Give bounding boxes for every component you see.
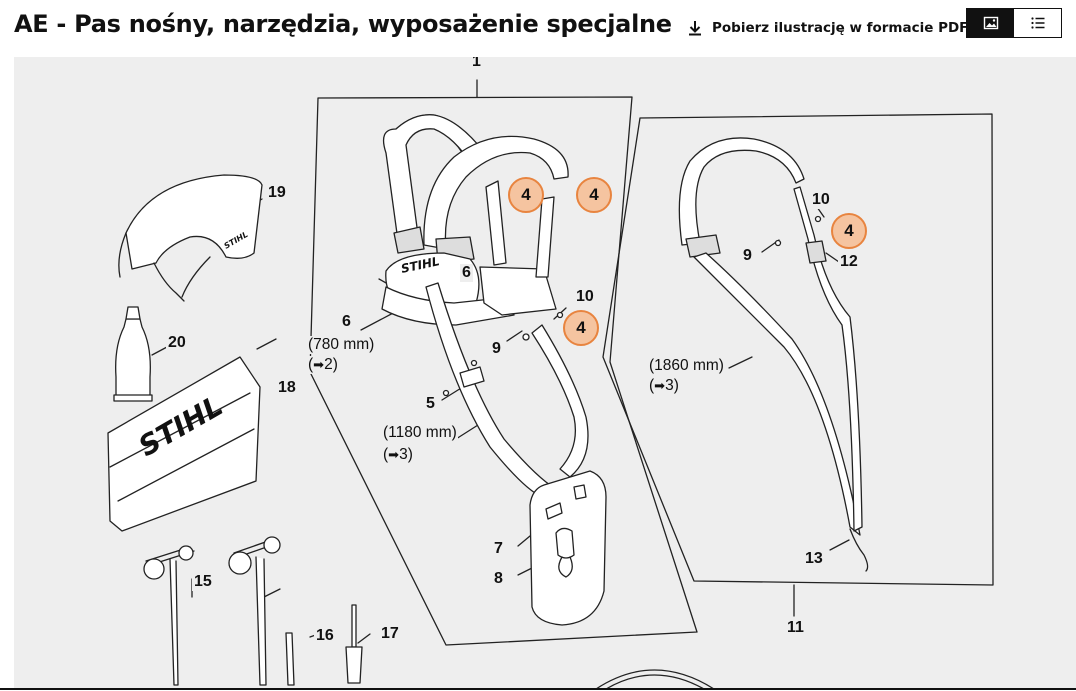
part-label-6-pad[interactable]: 6 xyxy=(460,264,473,282)
length-note-1860: (1860 mm) xyxy=(648,357,725,375)
part-label-18[interactable]: 18 xyxy=(276,379,298,397)
ref-note-1860: (➡3) xyxy=(648,377,680,395)
arrow-right-icon: ➡ xyxy=(654,378,666,393)
view-toggle xyxy=(966,8,1062,38)
part-label-11[interactable]: 11 xyxy=(785,619,806,637)
part-label-19[interactable]: 19 xyxy=(266,184,288,202)
list-icon xyxy=(1030,17,1044,29)
page-title: AE - Pas nośny, narzędzia, wyposażenie s… xyxy=(14,10,672,38)
download-pdf-label: Pobierz ilustrację w formacie PDF xyxy=(712,20,969,36)
part-label-6-belt[interactable]: 6 xyxy=(340,313,353,331)
arrow-right-icon: ➡ xyxy=(388,447,400,462)
arrow-right-icon: ➡ xyxy=(313,357,325,372)
part-label-7[interactable]: 7 xyxy=(492,540,505,558)
part-label-1[interactable]: 1 xyxy=(470,57,483,71)
part-label-20[interactable]: 20 xyxy=(166,334,188,352)
ref-note-780: (➡2) xyxy=(307,356,339,374)
image-icon xyxy=(983,16,998,30)
part-label-12[interactable]: 12 xyxy=(838,253,860,271)
part-label-15[interactable]: 15 xyxy=(192,573,214,591)
length-note-1180: (1180 mm) xyxy=(382,424,458,442)
part-label-10-strap[interactable]: 10 xyxy=(810,191,832,209)
frame-group-1 xyxy=(309,96,698,646)
highlight-badge-4-strap[interactable]: 4 xyxy=(831,213,867,249)
part-label-9-harness[interactable]: 9 xyxy=(490,340,503,358)
highlight-badge-4-right[interactable]: 4 xyxy=(576,177,612,213)
part-label-10-harness[interactable]: 10 xyxy=(574,288,596,306)
ref-note-1180: (➡3) xyxy=(382,446,414,464)
part-label-17[interactable]: 17 xyxy=(379,625,401,643)
image-view-button[interactable] xyxy=(967,9,1014,37)
bottom-rule xyxy=(0,688,1076,690)
frame-group-11 xyxy=(602,113,994,586)
length-note-780: (780 mm) xyxy=(307,336,376,354)
part-label-9-strap[interactable]: 9 xyxy=(741,247,754,265)
exploded-view-canvas: STIHL STIHL STIHL 1 5 6 6 7 8 9 9 10 10 … xyxy=(14,57,1076,689)
part-label-5[interactable]: 5 xyxy=(424,395,437,413)
part-label-16[interactable]: 16 xyxy=(314,627,336,645)
part-label-8[interactable]: 8 xyxy=(492,570,505,588)
highlight-badge-4-left[interactable]: 4 xyxy=(508,177,544,213)
exploded-view-drawing: STIHL STIHL STIHL xyxy=(107,79,994,689)
part-label-13[interactable]: 13 xyxy=(803,550,825,568)
download-pdf-link[interactable]: Pobierz ilustrację w formacie PDF xyxy=(686,19,968,37)
download-icon xyxy=(689,21,701,36)
list-view-button[interactable] xyxy=(1014,9,1061,37)
highlight-badge-4-buckle[interactable]: 4 xyxy=(563,310,599,346)
page-header: AE - Pas nośny, narzędzia, wyposażenie s… xyxy=(0,0,1076,54)
